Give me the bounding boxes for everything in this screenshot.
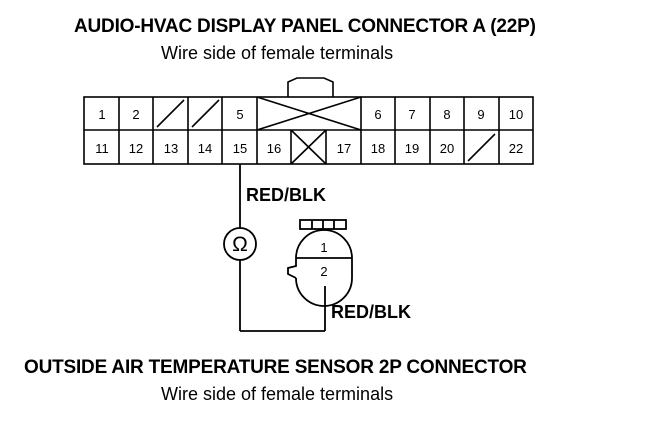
sensor-connector-subtitle: Wire side of female terminals bbox=[161, 384, 394, 404]
sensor-connector-title: OUTSIDE AIR TEMPERATURE SENSOR 2P CONNEC… bbox=[24, 357, 527, 378]
pin-6: 6 bbox=[374, 107, 381, 122]
connector-lock-tab bbox=[287, 77, 334, 97]
pin-11: 11 bbox=[95, 141, 109, 156]
unused-block-cross-b bbox=[256, 96, 362, 131]
top-connector-title: AUDIO-HVAC DISPLAY PANEL CONNECTOR A (22… bbox=[74, 16, 536, 37]
wire-label-upper: RED/BLK bbox=[246, 185, 326, 205]
top-connector-subtitle: Wire side of female terminals bbox=[161, 43, 394, 63]
unused-cavity-cross-b bbox=[290, 129, 327, 165]
pin-15: 15 bbox=[233, 141, 247, 156]
unused-cavity-3 bbox=[156, 99, 185, 128]
ohm-glyph: Ω bbox=[232, 233, 248, 256]
pin-20: 20 bbox=[440, 141, 454, 156]
sensor-pin-2: 2 bbox=[320, 264, 327, 279]
pin-16: 16 bbox=[267, 141, 281, 156]
sensor-pin-1: 1 bbox=[320, 240, 327, 255]
wire-label-lower: RED/BLK bbox=[331, 302, 411, 322]
pin-5: 5 bbox=[236, 107, 243, 122]
unused-cavity-4 bbox=[191, 99, 220, 128]
sensor-connector bbox=[287, 219, 353, 307]
pin-2: 2 bbox=[132, 107, 139, 122]
pin-14: 14 bbox=[198, 141, 212, 156]
pin-12: 12 bbox=[129, 141, 143, 156]
pin-17: 17 bbox=[337, 141, 351, 156]
pin-19: 19 bbox=[405, 141, 419, 156]
pin-22: 22 bbox=[509, 141, 523, 156]
pin-1: 1 bbox=[98, 107, 105, 122]
unused-cavity-21 bbox=[467, 133, 496, 162]
pin-9: 9 bbox=[477, 107, 484, 122]
pin-8: 8 bbox=[443, 107, 450, 122]
pin-10: 10 bbox=[509, 107, 523, 122]
pin-18: 18 bbox=[371, 141, 385, 156]
pin-7: 7 bbox=[408, 107, 415, 122]
pin-13: 13 bbox=[164, 141, 178, 156]
